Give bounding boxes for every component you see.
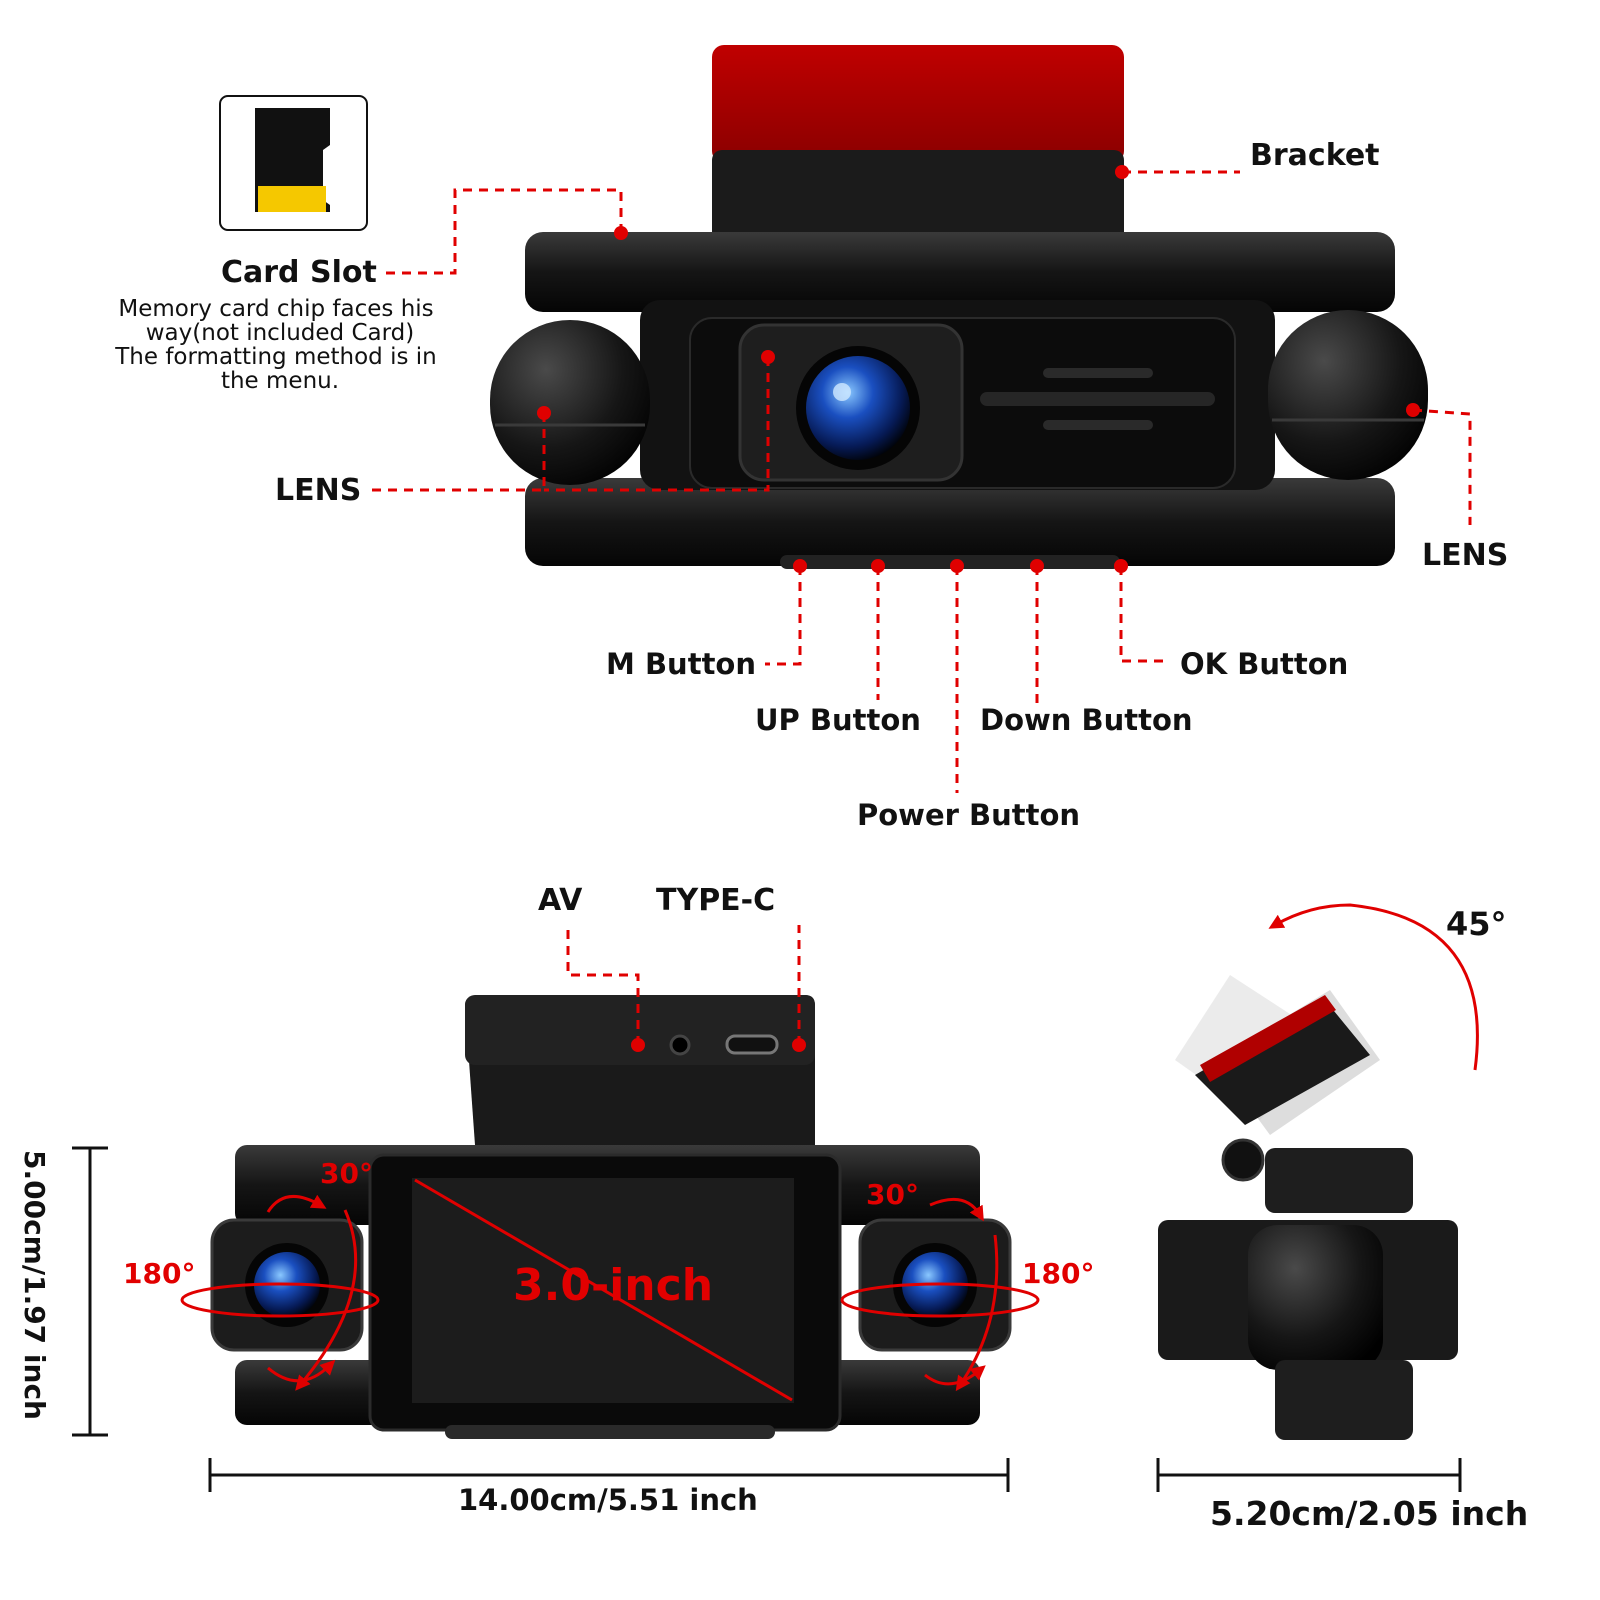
type-c-port [725,1034,779,1055]
rear-view-device [210,995,1012,1439]
card-note-line-4: the menu. [221,368,339,394]
top-leader-lines [370,165,1472,793]
side-view-device [1158,975,1458,1440]
rot-30-left-label: 30° [320,1157,373,1190]
dimension-lines [72,1146,1462,1492]
depth-label: 5.20cm/2.05 inch [1210,1494,1528,1533]
card-note-line-1: Memory card chip faces his [118,296,433,322]
bottom-leader-lines [566,925,806,1052]
bracket-label: Bracket [1250,138,1380,173]
rot-30-right-label: 30° [866,1178,919,1211]
sd-card-icon [219,95,368,231]
rot-180-left-label: 180° [123,1257,195,1290]
lens-right-label: LENS [1422,538,1508,573]
screen-diagonal [414,1178,793,1402]
card-note-line-3: The formatting method is in [114,344,437,370]
rot-180-right-label: 180° [1022,1257,1094,1290]
right-lens-ball [1268,310,1428,480]
left-lens-ball [490,320,650,485]
lens-left-label: LENS [275,473,361,508]
front-view-device [490,45,1428,569]
av-label: AV [538,883,583,918]
tilt-angle-label: 45° [1446,905,1507,943]
m-button-label: M Button [606,647,756,681]
type-c-label: TYPE-C [656,883,775,918]
down-button-label: Down Button [980,703,1193,737]
adhesive-pad [712,45,1124,163]
front-lens [806,356,910,460]
card-slot-label: Card Slot [221,255,377,290]
height-label: 5.00cm/1.97 inch [18,1150,51,1420]
av-port [669,1034,691,1056]
card-note-line-2: way(not included Card) [146,320,415,346]
tilt-arrow [1268,903,1479,1071]
ok-button-label: OK Button [1180,647,1348,681]
up-button-label: UP Button [755,703,921,737]
card-slot-note: Memory card chip faces his way(not inclu… [114,296,437,394]
screen-size-label: 3.0-inch [513,1260,713,1311]
rotation-arrows [180,1194,1040,1392]
width-label: 14.00cm/5.51 inch [458,1483,758,1517]
power-button-label: Power Button [857,798,1080,832]
